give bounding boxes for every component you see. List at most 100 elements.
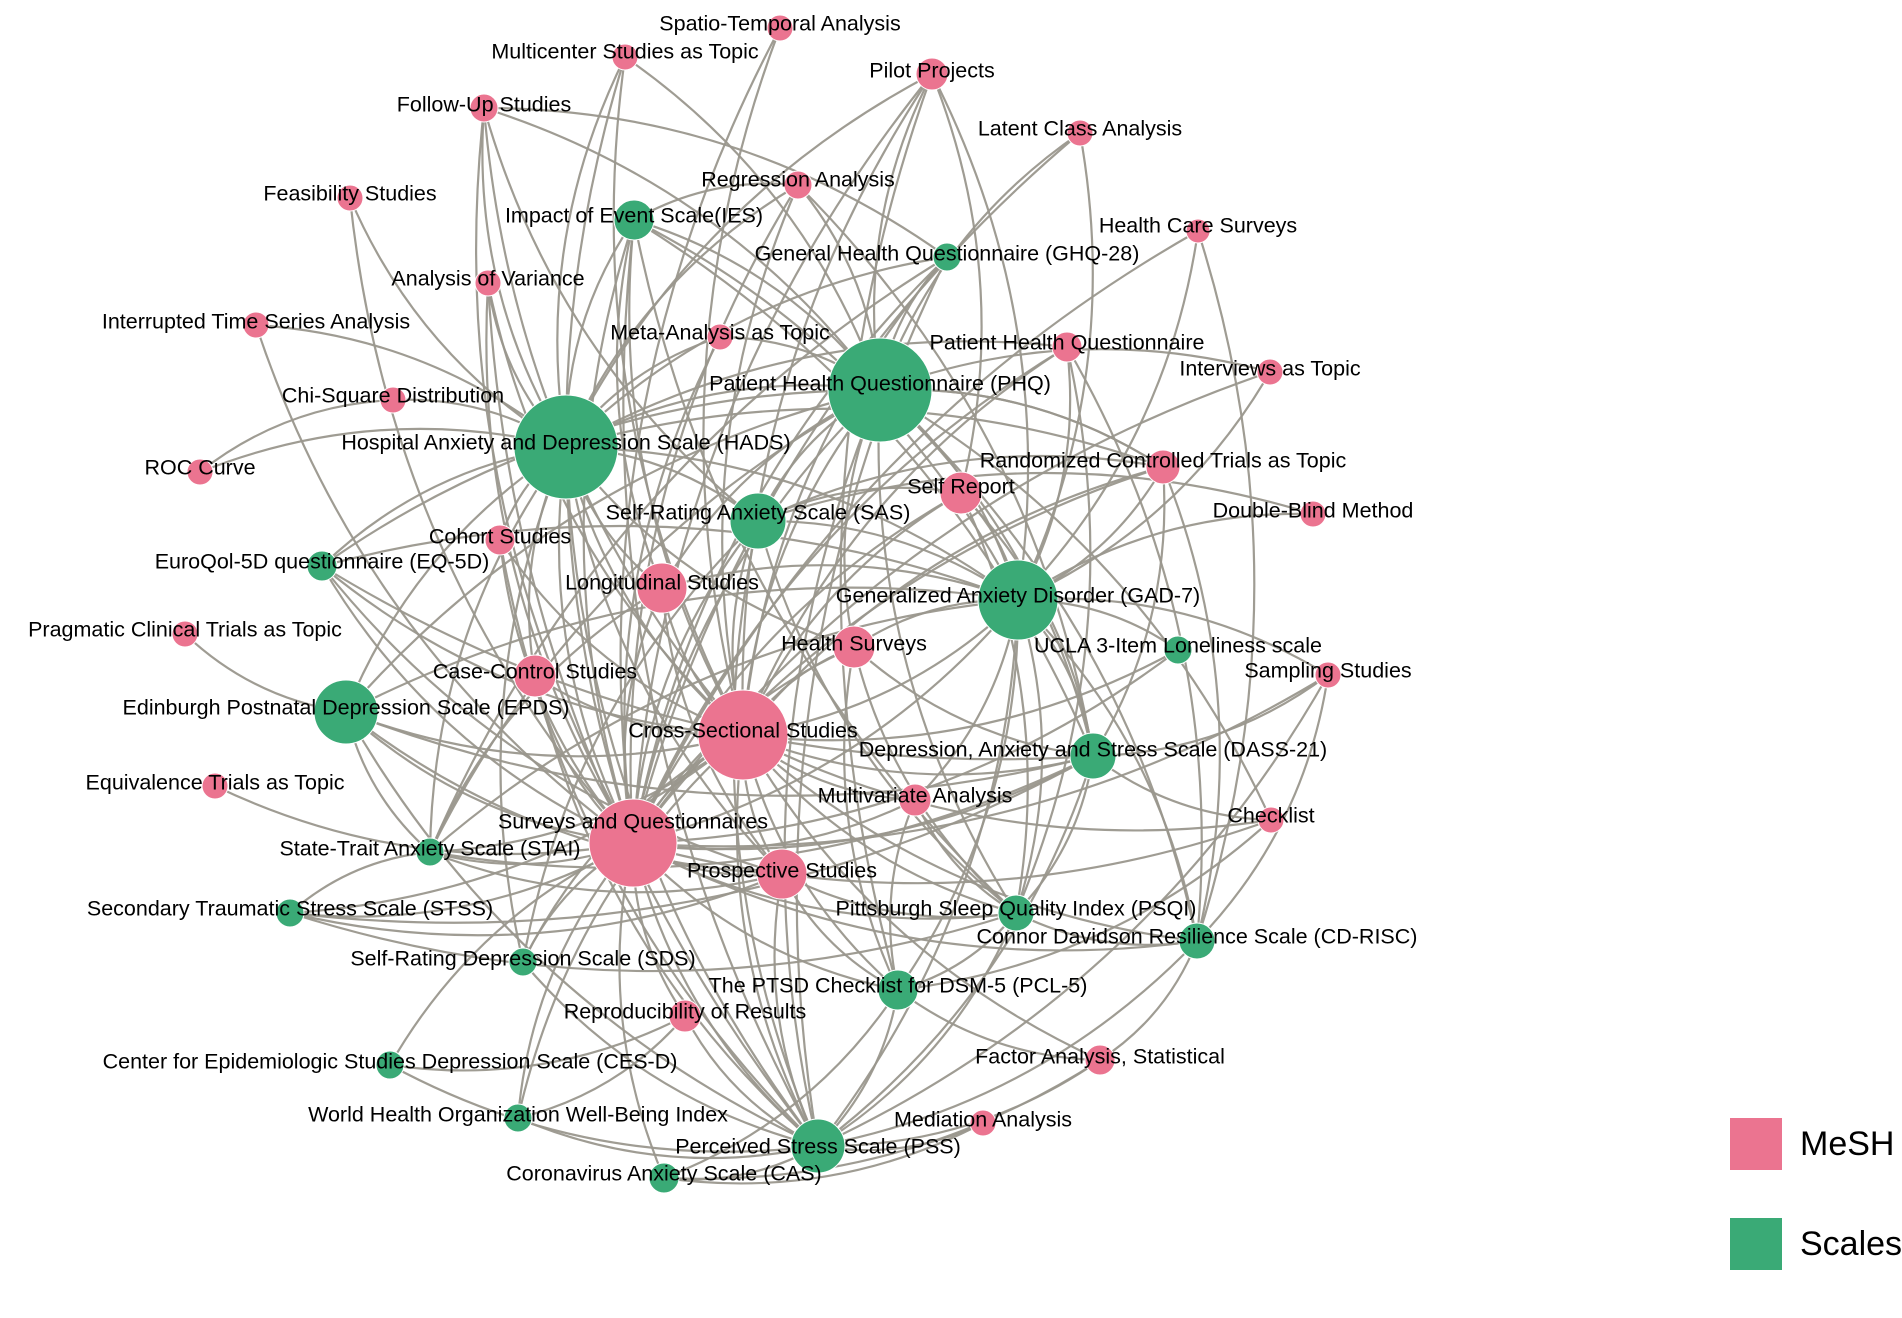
edge-ucla-crosssectional bbox=[742, 649, 1179, 742]
edge-crosssectional-who5 bbox=[516, 734, 744, 1119]
node-multivariate[interactable] bbox=[898, 783, 932, 817]
node-eq5d[interactable] bbox=[306, 550, 338, 582]
node-followup[interactable] bbox=[469, 93, 499, 123]
node-interviews[interactable] bbox=[1256, 358, 1284, 386]
node-who5[interactable] bbox=[503, 1103, 533, 1133]
edge-psqi-pss bbox=[817, 912, 1018, 1147]
node-pss[interactable] bbox=[790, 1118, 846, 1174]
edge-regression-crosssectional bbox=[721, 184, 800, 736]
edge-regression-ies bbox=[633, 182, 799, 221]
node-stss[interactable] bbox=[275, 898, 305, 928]
edge-latent-gad7 bbox=[1017, 132, 1094, 601]
edge-ies-crosssectional bbox=[628, 219, 744, 736]
edge-factor-cas bbox=[663, 1059, 1101, 1180]
node-meta[interactable] bbox=[706, 323, 734, 351]
node-surveys[interactable] bbox=[588, 798, 678, 888]
node-cdrisc[interactable] bbox=[1178, 922, 1216, 960]
node-pcl5[interactable] bbox=[877, 969, 919, 1011]
edge-cesd-pss bbox=[389, 1064, 819, 1153]
node-label-surveys: Surveys and Questionnaires bbox=[498, 810, 768, 834]
edge-reproducibility-cesd bbox=[389, 1015, 686, 1072]
edge-surveys-cas bbox=[618, 842, 666, 1179]
node-longitudinal[interactable] bbox=[636, 562, 688, 614]
node-rct[interactable] bbox=[1145, 449, 1181, 485]
node-ies[interactable] bbox=[613, 199, 655, 241]
node-cesd[interactable] bbox=[375, 1050, 405, 1080]
edge-crosssectional-dass bbox=[742, 733, 1094, 776]
node-anova[interactable] bbox=[474, 269, 502, 297]
edge-sampling-pss bbox=[817, 674, 1329, 1147]
node-epds[interactable] bbox=[313, 679, 379, 745]
node-label-phqmesh: Patient Health Questionnaire bbox=[930, 331, 1205, 355]
node-label-checklist: Checklist bbox=[1227, 804, 1314, 828]
node-label-stai: State-Trait Anxiety Scale (STAI) bbox=[279, 837, 580, 861]
edge-psqi-cdrisc bbox=[1015, 912, 1198, 946]
node-hads[interactable] bbox=[513, 394, 619, 500]
node-selfreport[interactable] bbox=[939, 471, 983, 515]
node-label-pilot: Pilot Projects bbox=[869, 59, 994, 83]
node-equivalence[interactable] bbox=[201, 772, 229, 800]
edge-phqmesh-hads bbox=[565, 340, 1068, 448]
node-label-psqi: Pittsburgh Sleep Quality Index (PSQI) bbox=[836, 897, 1197, 921]
node-healthsurveys[interactable] bbox=[832, 625, 876, 669]
node-phqmesh[interactable] bbox=[1051, 331, 1083, 363]
node-psqi[interactable] bbox=[997, 894, 1035, 932]
node-mediation[interactable] bbox=[969, 1109, 997, 1137]
node-doubleblind[interactable] bbox=[1299, 500, 1327, 528]
node-chisq[interactable] bbox=[379, 386, 407, 414]
node-ghq[interactable] bbox=[932, 242, 962, 272]
node-label-pss: Perceived Stress Scale (PSS) bbox=[675, 1135, 961, 1159]
node-label-mediation: Mediation Analysis bbox=[894, 1108, 1072, 1132]
node-spatio[interactable] bbox=[766, 14, 794, 42]
edge-pilot-selfreport bbox=[930, 73, 983, 494]
edge-longitudinal-gad7 bbox=[661, 564, 1019, 602]
node-ucla[interactable] bbox=[1163, 635, 1193, 665]
node-phq[interactable] bbox=[827, 337, 933, 443]
edge-sas-surveys bbox=[631, 520, 759, 844]
edge-checklist-pcl5 bbox=[897, 819, 1272, 992]
node-dass[interactable] bbox=[1069, 732, 1117, 780]
node-multicenter[interactable] bbox=[611, 43, 639, 71]
node-layer bbox=[171, 14, 1342, 1194]
node-cas[interactable] bbox=[648, 1162, 680, 1194]
node-hcs[interactable] bbox=[1185, 218, 1211, 244]
node-sds[interactable] bbox=[508, 947, 538, 977]
node-pilot[interactable] bbox=[915, 57, 949, 91]
node-regression[interactable] bbox=[783, 170, 813, 200]
edge-epds-prospective bbox=[345, 711, 783, 876]
node-label-chisq: Chi-Square Distribution bbox=[282, 384, 504, 408]
legend: MeSH Scales bbox=[1730, 1118, 1902, 1318]
node-stai[interactable] bbox=[415, 837, 445, 867]
node-sas[interactable] bbox=[729, 492, 787, 550]
edge-checklist-surveys bbox=[632, 818, 1272, 885]
edge-phqmesh-surveys bbox=[631, 346, 1068, 844]
node-sampling[interactable] bbox=[1314, 661, 1342, 689]
edge-followup-ghq bbox=[483, 106, 948, 258]
edge-phq-checklist bbox=[879, 389, 1273, 821]
node-label-factor: Factor Analysis, Statistical bbox=[975, 1045, 1225, 1069]
node-label-multicenter: Multicenter Studies as Topic bbox=[491, 40, 759, 64]
node-reproducibility[interactable] bbox=[668, 999, 702, 1033]
edge-mediation-cas bbox=[663, 1122, 984, 1185]
node-label-selfreport: Self Report bbox=[907, 475, 1015, 499]
edge-interviews-gad7 bbox=[1017, 371, 1271, 602]
node-roc[interactable] bbox=[186, 458, 214, 486]
node-its[interactable] bbox=[242, 311, 270, 339]
node-feasibility[interactable] bbox=[336, 184, 364, 212]
node-label-sampling: Sampling Studies bbox=[1244, 659, 1411, 683]
node-pragmatic[interactable] bbox=[171, 620, 199, 648]
node-prospective[interactable] bbox=[756, 848, 808, 900]
edge-crosssectional-cdrisc bbox=[742, 734, 1198, 943]
node-casecontrol[interactable] bbox=[513, 654, 557, 698]
node-checklist[interactable] bbox=[1257, 806, 1285, 834]
edge-hads-stai bbox=[428, 446, 567, 853]
node-crosssectional[interactable] bbox=[697, 689, 789, 781]
node-label-latent: Latent Class Analysis bbox=[978, 117, 1182, 141]
edge-eq5d-gad7 bbox=[321, 524, 1019, 602]
node-gad7[interactable] bbox=[977, 559, 1059, 641]
node-cohort[interactable] bbox=[484, 524, 516, 556]
node-factor[interactable] bbox=[1084, 1044, 1116, 1076]
node-latent[interactable] bbox=[1066, 119, 1094, 147]
node-label-gad7: Generalized Anxiety Disorder (GAD-7) bbox=[836, 584, 1200, 608]
